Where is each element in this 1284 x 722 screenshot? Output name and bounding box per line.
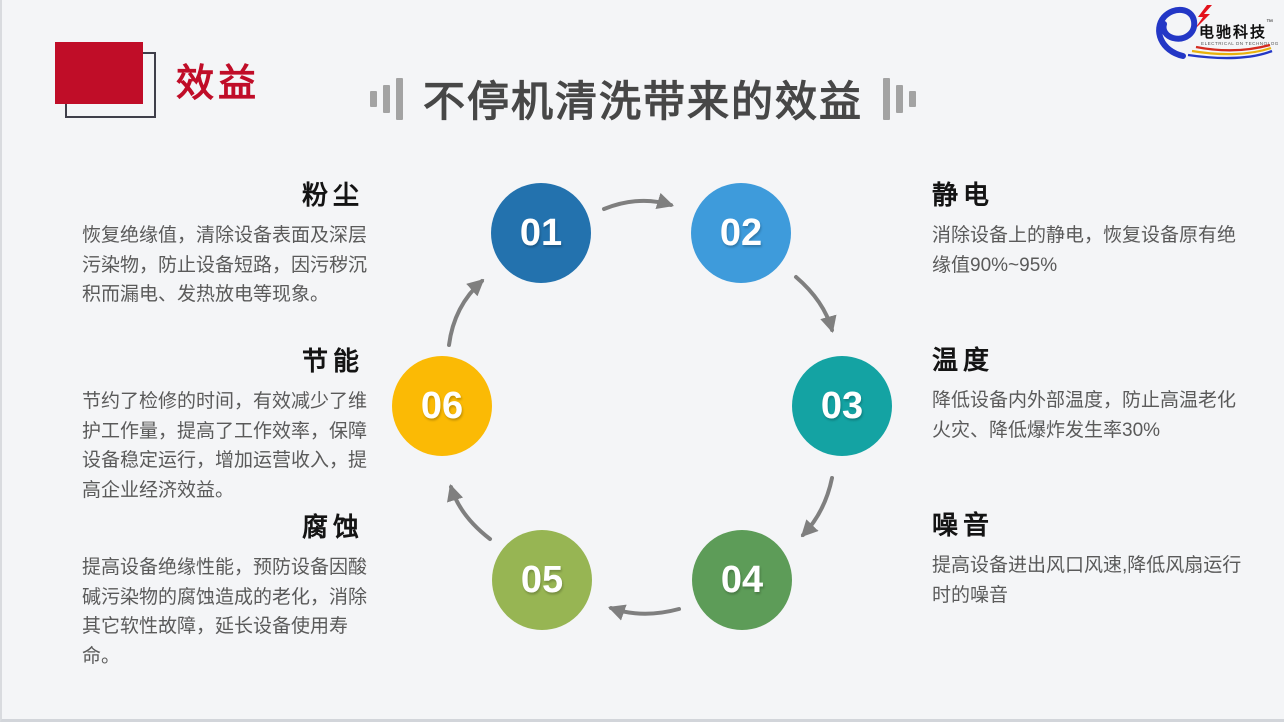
step-number: 01	[519, 211, 563, 254]
arrow-05-to-06	[447, 483, 492, 541]
benefit-body: 降低设备内外部温度，防止高温老化火灾、降低爆炸发生率30%	[932, 390, 1237, 441]
cycle-step-06: 06	[392, 356, 492, 456]
benefit-block-temperature: 温度 降低设备内外部温度，防止高温老化火灾、降低爆炸发生率30%	[932, 345, 1244, 445]
benefit-body: 提高设备进出风口风速,降低风扇运行时的噪音	[932, 555, 1242, 606]
logo-tagline: ELECTRICAL DN TECHNOLOGY	[1201, 41, 1278, 46]
audio-bars-left-icon	[369, 77, 403, 120]
cycle-step-02: 02	[691, 183, 791, 283]
cycle-step-01: 01	[491, 183, 591, 283]
step-number: 03	[820, 384, 864, 427]
cycle-step-03: 03	[792, 356, 892, 456]
audio-bars-right-icon	[883, 77, 916, 120]
section-title: 效益	[176, 63, 261, 105]
step-number: 04	[720, 558, 764, 601]
benefit-block-dust: 粉尘 恢复绝缘值，清除设备表面及深层污染物，防止设备短路，因污秽沉积而漏电、发热…	[82, 180, 370, 310]
section-badge	[55, 42, 156, 118]
benefit-body: 提高设备绝缘性能，预防设备因酸碱污染物的腐蚀造成的老化，消除其它软性故障，延长设…	[82, 557, 368, 667]
step-number: 05	[520, 558, 564, 601]
company-logo: 电驰科技 ™ ELECTRICAL DN TECHNOLOGY	[1152, 4, 1282, 66]
benefit-title: 粉尘	[301, 180, 364, 210]
arrow-06-to-01	[447, 278, 485, 347]
arrow-02-to-03	[794, 275, 837, 334]
benefit-block-corrosion: 腐蚀 提高设备绝缘性能，预防设备因酸碱污染物的腐蚀造成的老化，消除其它软性故障，…	[82, 512, 370, 671]
benefit-body: 恢复绝缘值，清除设备表面及深层污染物，防止设备短路，因污秽沉积而漏电、发热放电等…	[82, 225, 368, 306]
logo-trademark: ™	[1266, 19, 1273, 26]
benefit-block-energy: 节能 节约了检修的时间，有效减少了维护工作量，提高了工作效率，保障设备稳定运行，…	[82, 346, 370, 505]
benefit-title: 静电	[932, 180, 995, 210]
benefit-title: 温度	[932, 345, 995, 375]
arrow-01-to-02	[602, 192, 675, 211]
benefit-body: 消除设备上的静电，恢复设备原有绝缘值90%~95%	[932, 225, 1237, 276]
cycle-step-04: 04	[692, 530, 792, 630]
arrow-03-to-04	[800, 476, 834, 538]
page-title: 不停机清洗带来的效益	[422, 78, 863, 125]
benefit-block-static: 静电 消除设备上的静电，恢复设备原有绝缘值90%~95%	[932, 180, 1244, 280]
benefit-title: 节能	[301, 346, 364, 376]
benefit-block-noise: 噪音 提高设备进出风口风速,降低风扇运行时的噪音	[932, 510, 1244, 610]
step-number: 02	[719, 211, 763, 254]
logo-swoosh-icon	[1156, 7, 1198, 59]
benefit-title: 腐蚀	[301, 512, 364, 542]
arrow-04-to-05	[608, 604, 681, 621]
lightning-bolt-icon	[1194, 5, 1212, 30]
badge-red-rect	[55, 42, 143, 104]
benefit-body: 节约了检修的时间，有效减少了维护工作量，提高了工作效率，保障设备稳定运行，增加运…	[82, 391, 368, 501]
logo-brand-text: 电驰科技	[1199, 23, 1267, 41]
main-title-group: 不停机清洗带来的效益	[122, 68, 1164, 129]
benefit-title: 噪音	[932, 510, 995, 540]
cycle-step-05: 05	[492, 530, 592, 630]
step-number: 06	[420, 384, 464, 427]
